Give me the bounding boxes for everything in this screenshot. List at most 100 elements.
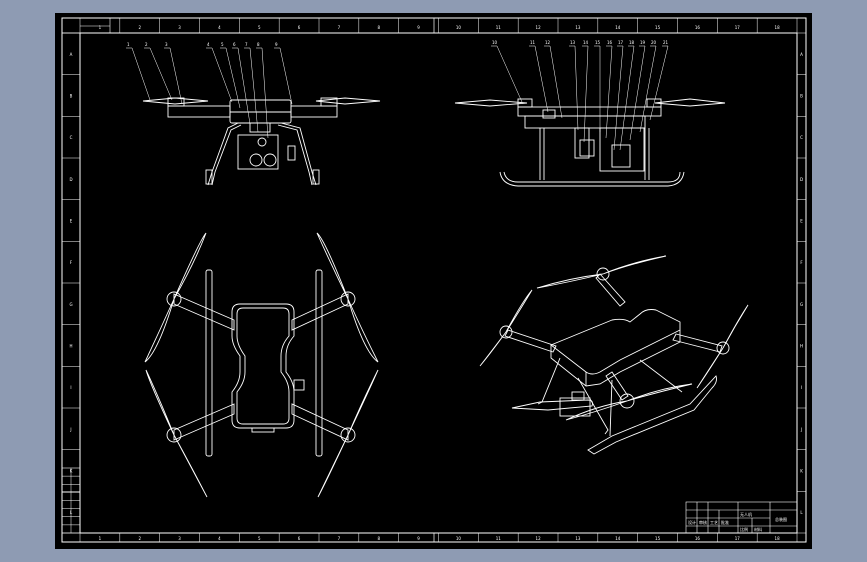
left-zone-label: F (70, 260, 73, 265)
callout-label: 19 (640, 40, 646, 45)
callout-leader (629, 45, 646, 141)
callout-leader (574, 45, 579, 131)
callout-leader (639, 45, 657, 133)
iso-leg-2 (577, 377, 609, 435)
side-view (454, 98, 726, 187)
front-camera-side (287, 145, 296, 161)
callout-leader (149, 47, 173, 101)
top-prop-ll-b (173, 434, 208, 498)
bottom-zone-label: 5 (258, 536, 261, 541)
right-zone-label: F (800, 260, 803, 265)
callout-leader (261, 47, 269, 139)
top-prop-ul-b (144, 298, 175, 363)
front-gimbal-box (237, 134, 279, 170)
callout-leader (605, 45, 613, 139)
side-gimbal (574, 127, 590, 159)
title-cell-material: 材料 (754, 526, 762, 532)
revision-table (61, 467, 81, 534)
top-arm-ll (173, 403, 235, 441)
front-camera-1 (249, 153, 263, 167)
front-leg-right (280, 122, 317, 186)
top-prop-lr-b (317, 434, 349, 498)
top-zone-label: 14 (615, 25, 621, 30)
side-payload-inner (611, 144, 631, 168)
callout-label: 13 (570, 40, 576, 45)
right-zone-label: I (801, 385, 802, 390)
callout-label: 17 (618, 40, 624, 45)
bottom-zone-label: 17 (735, 536, 741, 541)
front-leg-left (207, 122, 239, 186)
top-zone-label: 11 (496, 25, 502, 30)
bottom-zone-label: 3 (178, 536, 181, 541)
drawing-sheet (55, 13, 812, 549)
side-battery (542, 109, 556, 119)
left-zone-label: C (70, 135, 73, 140)
iso-leg-3 (639, 359, 683, 393)
top-zone-label: 1 (99, 25, 102, 30)
title-cell-drawing-name: 总装图 (775, 516, 787, 522)
iso-gimbal (559, 397, 591, 417)
iso-arm-front (605, 371, 629, 401)
bottom-zone-label: 1 (99, 536, 102, 541)
side-camera (579, 139, 595, 157)
title-cell-scale: 比例 (740, 526, 748, 532)
bottom-zone-label: 14 (615, 536, 621, 541)
bottom-zone-label: 2 (138, 536, 141, 541)
right-zone-label: J (800, 427, 802, 432)
callout-leader (225, 47, 241, 109)
top-zone-label: 3 (178, 25, 181, 30)
callout-leader (649, 45, 669, 121)
top-prop-ul-a (173, 232, 207, 300)
right-zone-label: E (800, 219, 803, 224)
left-zone-label: D (69, 177, 72, 182)
left-zone-label: I (70, 385, 71, 390)
top-zone-label: 7 (338, 25, 341, 30)
callout-leader (534, 45, 549, 113)
top-arm-lr (291, 403, 349, 441)
callout-label: 5 (221, 42, 224, 47)
iso-prop-right-a (722, 304, 749, 349)
title-block-frame (685, 501, 798, 534)
callout-label: 18 (629, 40, 635, 45)
top-zone-label: 17 (735, 25, 741, 30)
left-zone-label: J (69, 427, 71, 432)
top-zone-label: 8 (377, 25, 380, 30)
top-zone-label: 15 (655, 25, 661, 30)
left-zone-label: H (69, 344, 72, 349)
top-zone-label: 4 (218, 25, 221, 30)
side-skid (499, 171, 685, 187)
callout-label: 3 (165, 42, 168, 47)
front-prop-left (142, 97, 209, 105)
iso-prop-front-b (565, 400, 628, 421)
bottom-zone-label: 11 (496, 536, 502, 541)
top-arm-ul (173, 293, 235, 331)
callout-label: 7 (245, 42, 248, 47)
top-zone-label: 9 (417, 25, 420, 30)
bottom-zone-label: 9 (417, 536, 420, 541)
callout-leader (279, 47, 293, 105)
front-prop-right (315, 97, 381, 105)
bottom-zone-label: 13 (575, 536, 581, 541)
top-zone-label: 2 (138, 25, 141, 30)
top-rail-right (315, 269, 323, 457)
callout-label: 9 (275, 42, 278, 47)
isometric-view (479, 255, 749, 455)
top-body-inner (236, 307, 290, 425)
bottom-zone-label: 12 (536, 536, 542, 541)
top-motor-ll (166, 427, 182, 443)
top-body-tab (251, 427, 275, 433)
right-zone-label: H (800, 344, 803, 349)
bottom-zone-label: 18 (775, 536, 781, 541)
iso-skid-left (511, 399, 593, 411)
top-zone-label: 5 (258, 25, 261, 30)
front-camera-3 (257, 137, 267, 147)
title-block-text: 设计 审核 工艺 批准 无人机 总装图 比例 材料 (688, 511, 787, 532)
callout-label: 11 (530, 40, 536, 45)
callout-label: 6 (233, 42, 236, 47)
top-motor-lr (340, 427, 356, 443)
top-body-side-box (293, 379, 305, 391)
right-zone-label: C (800, 135, 803, 140)
